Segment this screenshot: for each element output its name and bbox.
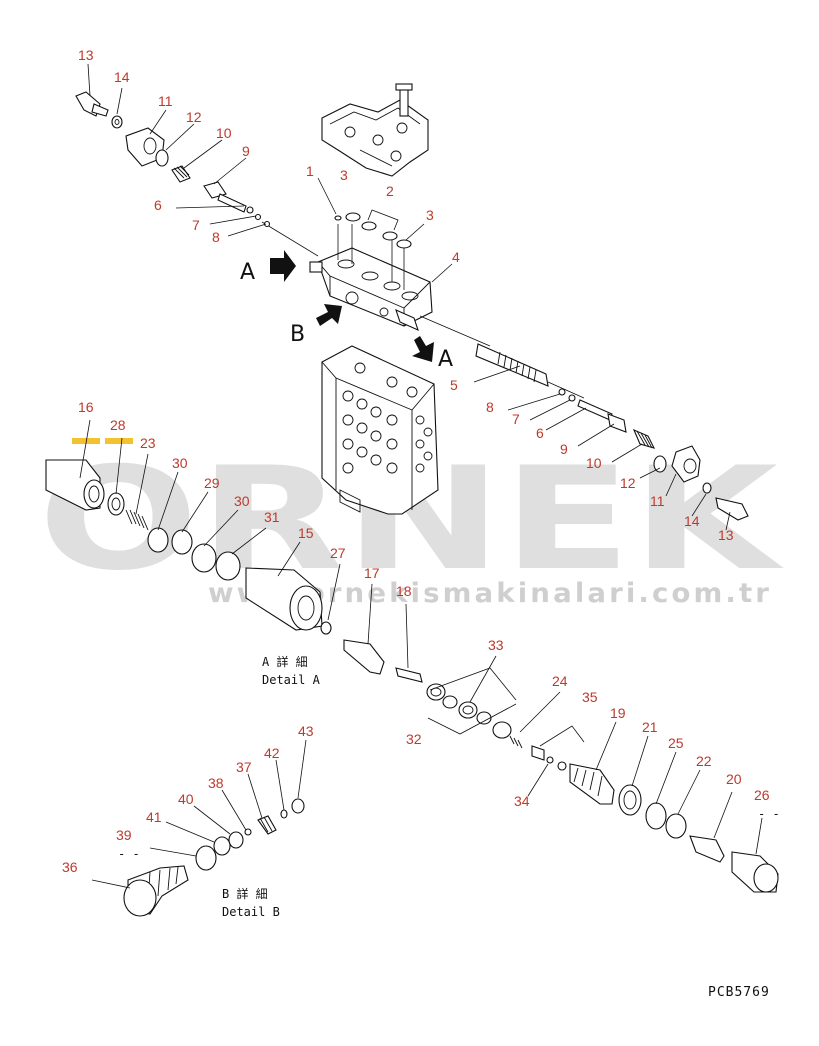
detail-b-title-jp: B 詳 細 bbox=[222, 886, 268, 901]
detail-b-parts bbox=[123, 798, 305, 917]
diagram-labels: A B A A 詳 細 Detail A B 詳 細 Detail B - - … bbox=[118, 260, 780, 1000]
callout-41: 41 bbox=[146, 809, 162, 825]
callout-4: 4 bbox=[452, 249, 460, 265]
callout-7-top: 7 bbox=[192, 217, 200, 233]
callout-14-top: 14 bbox=[114, 69, 130, 85]
callout-10-right: 10 bbox=[586, 455, 602, 471]
dash-mark-39: - - bbox=[118, 847, 140, 861]
drawing-code: PCB5769 bbox=[708, 985, 770, 1000]
callout-6-right: 6 bbox=[536, 425, 544, 441]
callout-20: 20 bbox=[726, 771, 742, 787]
callout-38: 38 bbox=[208, 775, 224, 791]
callout-24: 24 bbox=[552, 673, 568, 689]
callout-27: 27 bbox=[330, 545, 346, 561]
callout-1: 1 bbox=[306, 163, 314, 179]
callout-11-right: 11 bbox=[650, 493, 665, 509]
right-spool-parts bbox=[475, 343, 749, 521]
callout-35: 35 bbox=[582, 689, 598, 705]
callout-30-lower: 30 bbox=[234, 493, 250, 509]
dash-mark-26: - - bbox=[758, 807, 780, 821]
callout-16: 16 bbox=[78, 399, 94, 415]
view-label-a2: A bbox=[438, 347, 453, 372]
center-parts-chain bbox=[426, 683, 779, 893]
callout-8-right: 8 bbox=[486, 399, 494, 415]
detail-a-parts bbox=[45, 459, 423, 683]
view-arrows bbox=[270, 250, 434, 362]
callout-28: 28 bbox=[110, 417, 126, 433]
callout-13-top: 13 bbox=[78, 47, 94, 63]
seal-parts-top bbox=[334, 209, 412, 249]
callout-29: 29 bbox=[204, 475, 220, 491]
callout-18: 18 bbox=[396, 583, 412, 599]
callout-42: 42 bbox=[264, 745, 280, 761]
callout-40: 40 bbox=[178, 791, 194, 807]
callout-2: 2 bbox=[386, 183, 394, 199]
watermark-accent-2 bbox=[105, 438, 133, 444]
upper-left-parts bbox=[75, 91, 271, 228]
callout-25: 25 bbox=[668, 735, 684, 751]
valve-block bbox=[309, 224, 433, 332]
callout-numbers: 13 14 11 12 10 9 6 7 8 1 3 2 3 4 5 8 7 6… bbox=[62, 47, 770, 875]
callout-30-upper: 30 bbox=[172, 455, 188, 471]
callout-5: 5 bbox=[450, 377, 458, 393]
callout-37: 37 bbox=[236, 759, 252, 775]
callout-32: 32 bbox=[406, 731, 422, 747]
callout-9-right: 9 bbox=[560, 441, 568, 457]
callout-21: 21 bbox=[642, 719, 658, 735]
callout-39: 39 bbox=[116, 827, 132, 843]
callout-11-top: 11 bbox=[158, 93, 173, 109]
callout-6-top: 6 bbox=[154, 197, 162, 213]
callout-23: 23 bbox=[140, 435, 156, 451]
callout-34: 34 bbox=[514, 793, 530, 809]
callout-9-top: 9 bbox=[242, 143, 250, 159]
detail-a-title-en: Detail A bbox=[262, 673, 321, 687]
callout-15: 15 bbox=[298, 525, 314, 541]
callout-3-left: 3 bbox=[340, 167, 348, 183]
detail-b-title-en: Detail B bbox=[222, 905, 280, 919]
callout-17: 17 bbox=[364, 565, 380, 581]
callout-36: 36 bbox=[62, 859, 78, 875]
lower-valve-body bbox=[321, 345, 439, 515]
callout-8-top: 8 bbox=[212, 229, 220, 245]
callout-22: 22 bbox=[696, 753, 712, 769]
top-cover bbox=[321, 83, 429, 177]
callout-7-right: 7 bbox=[512, 411, 520, 427]
callout-26: 26 bbox=[754, 787, 770, 803]
callout-31: 31 bbox=[264, 509, 280, 525]
detail-a-title-jp: A 詳 細 bbox=[262, 654, 308, 669]
leader-lines bbox=[79, 63, 763, 889]
arrow-b-icon bbox=[316, 304, 342, 326]
callout-43: 43 bbox=[298, 723, 314, 739]
arrow-a-icon bbox=[270, 250, 296, 282]
callout-33: 33 bbox=[488, 637, 504, 653]
callout-13-right: 13 bbox=[718, 527, 734, 543]
view-label-a: A bbox=[240, 260, 255, 285]
view-label-b: B bbox=[290, 322, 305, 347]
callout-3-right: 3 bbox=[426, 207, 434, 223]
callout-12-right: 12 bbox=[620, 475, 636, 491]
callout-14-right: 14 bbox=[684, 513, 700, 529]
callout-12-top: 12 bbox=[186, 109, 202, 125]
callout-19: 19 bbox=[610, 705, 626, 721]
callout-10-top: 10 bbox=[216, 125, 232, 141]
axis-lines bbox=[261, 221, 585, 399]
arrow-a2-icon bbox=[412, 336, 434, 362]
